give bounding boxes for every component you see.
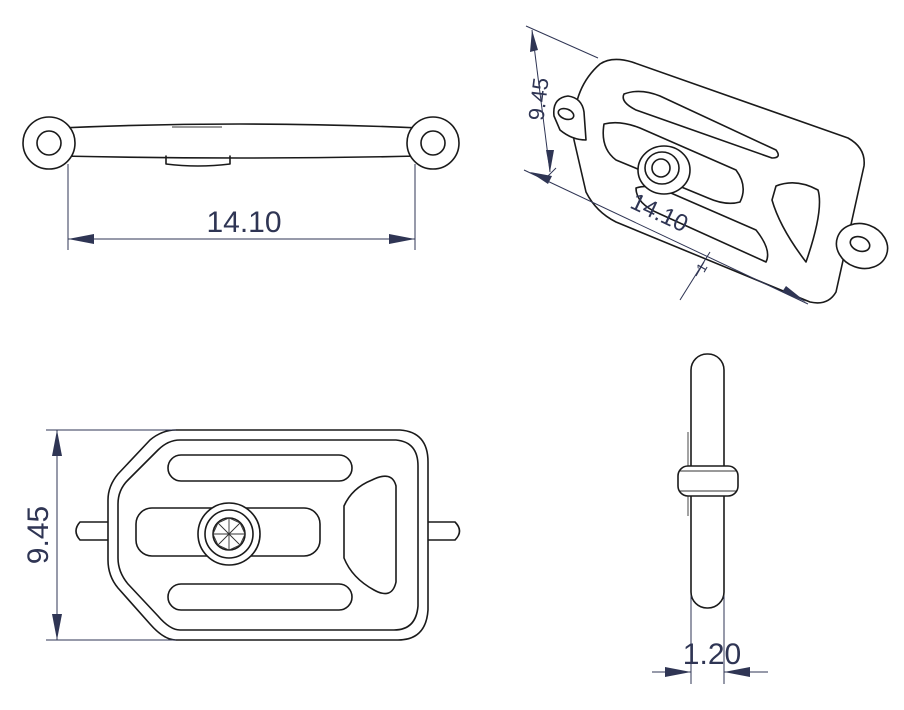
isometric-right-loop — [835, 222, 889, 270]
side-view-thickness-label: 1.20 — [683, 638, 741, 671]
top-view-bar — [55, 123, 425, 159]
isometric-body — [572, 58, 865, 304]
front-view-lower-slot — [167, 583, 353, 611]
front-view-left-pin — [75, 521, 113, 541]
top-view-width-label: 14.10 — [206, 206, 281, 239]
top-view-right-loop — [406, 116, 460, 170]
isometric-upper-slot — [622, 90, 780, 159]
side-view: 1.20 — [652, 353, 768, 684]
front-view: 9.45 — [22, 429, 461, 641]
isometric-triangle-cut — [771, 182, 821, 263]
front-view-inner-contour — [117, 439, 419, 631]
front-view-stone-facets — [212, 517, 246, 551]
side-view-collar — [677, 465, 739, 497]
front-view-right-pin — [424, 521, 461, 541]
isometric-thickness-label: 1 — [693, 260, 711, 275]
isometric-middle-slot — [602, 121, 744, 205]
front-view-height-label: 9.45 — [22, 506, 55, 564]
top-view: 14.10 — [22, 116, 460, 250]
top-view-left-loop — [22, 116, 76, 170]
top-view-setting — [165, 155, 231, 167]
front-view-upper-slot — [167, 454, 353, 482]
isometric-stone-setting — [637, 145, 691, 195]
isometric-height-label: 9.45 — [524, 76, 554, 122]
front-view-triangle-cut — [343, 475, 397, 595]
front-view-outline — [107, 429, 429, 641]
isometric-left-loop — [552, 95, 587, 141]
isometric-view: 9.45 14.10 1 — [524, 25, 889, 305]
